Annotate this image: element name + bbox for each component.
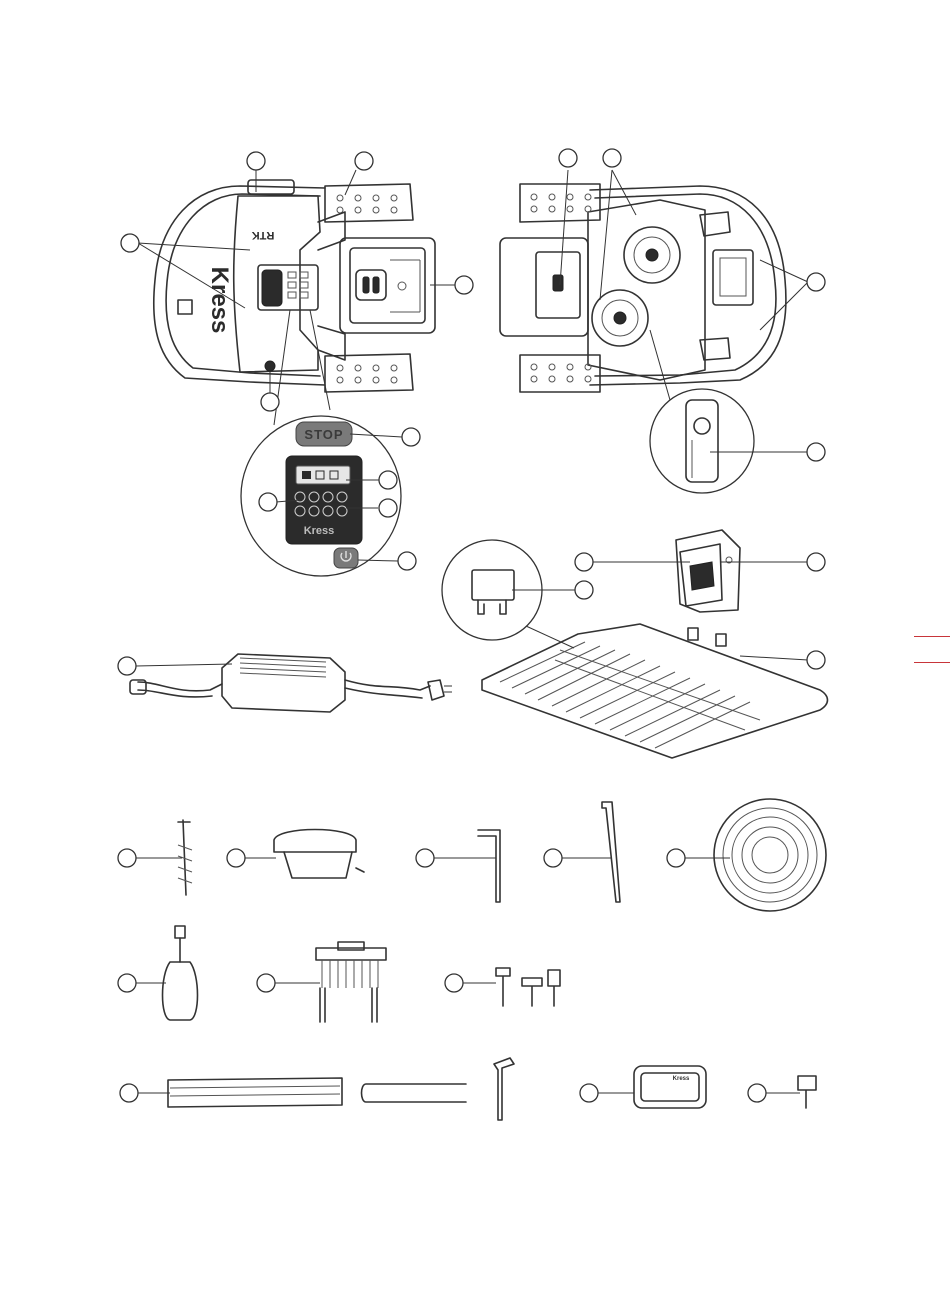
callout-marker	[118, 657, 136, 675]
callout-marker	[416, 849, 434, 867]
callout-marker	[118, 849, 136, 867]
accessory-rtk-module: Kress	[634, 1066, 706, 1108]
panel-brand-text: Kress	[304, 525, 335, 537]
callout-marker	[575, 553, 593, 571]
callout-marker	[807, 273, 825, 291]
callout-marker	[603, 149, 621, 167]
control-panel-callout: STOP Kress	[241, 310, 401, 576]
accessory-wire-pin	[362, 1084, 467, 1102]
mower-bottom-view	[500, 184, 786, 392]
mower-brand-sub: RTK	[252, 229, 275, 241]
callout-marker	[807, 651, 825, 669]
callout-marker	[445, 974, 463, 992]
callout-marker	[455, 276, 473, 294]
callout-marker	[807, 443, 825, 461]
blade-callout	[650, 330, 754, 493]
callout-marker	[355, 152, 373, 170]
callout-marker	[559, 149, 577, 167]
accessory-screwdriver	[163, 926, 198, 1020]
accessory-allen-key-long	[602, 802, 620, 902]
callout-marker	[748, 1084, 766, 1102]
page-edge-mark	[914, 636, 950, 637]
callout-marker	[261, 393, 279, 411]
rtk-module-brand: Kress	[673, 1076, 690, 1082]
station-clip-callout	[442, 540, 574, 648]
accessory-guide-rail	[168, 1078, 342, 1107]
callout-marker	[402, 428, 420, 446]
callout-marker	[544, 849, 562, 867]
accessory-ground-peg	[494, 1058, 514, 1120]
callout-marker	[807, 553, 825, 571]
accessory-cutting-plate	[316, 942, 386, 1022]
callout-marker	[398, 552, 416, 570]
callout-marker	[247, 152, 265, 170]
callout-marker	[121, 234, 139, 252]
callout-marker	[575, 581, 593, 599]
mower-brand-text: Kress	[206, 267, 233, 334]
power-supply	[130, 654, 452, 712]
mower-top-view: Kress RTK	[154, 180, 435, 392]
callout-marker	[580, 1084, 598, 1102]
callout-marker	[667, 849, 685, 867]
callout-marker	[379, 471, 397, 489]
accessory-screws	[496, 968, 560, 1006]
accessory-dome-antenna	[274, 830, 364, 879]
accessory-wire-coil	[714, 799, 826, 911]
callout-marker	[227, 849, 245, 867]
callout-marker	[257, 974, 275, 992]
callout-marker	[259, 493, 277, 511]
stop-button-label: STOP	[304, 427, 343, 442]
callout-marker	[118, 974, 136, 992]
accessory-allen-key-small	[478, 830, 500, 902]
page-edge-mark	[914, 662, 950, 663]
callout-marker	[379, 499, 397, 517]
accessory-bolt	[798, 1076, 816, 1108]
callout-marker	[120, 1084, 138, 1102]
